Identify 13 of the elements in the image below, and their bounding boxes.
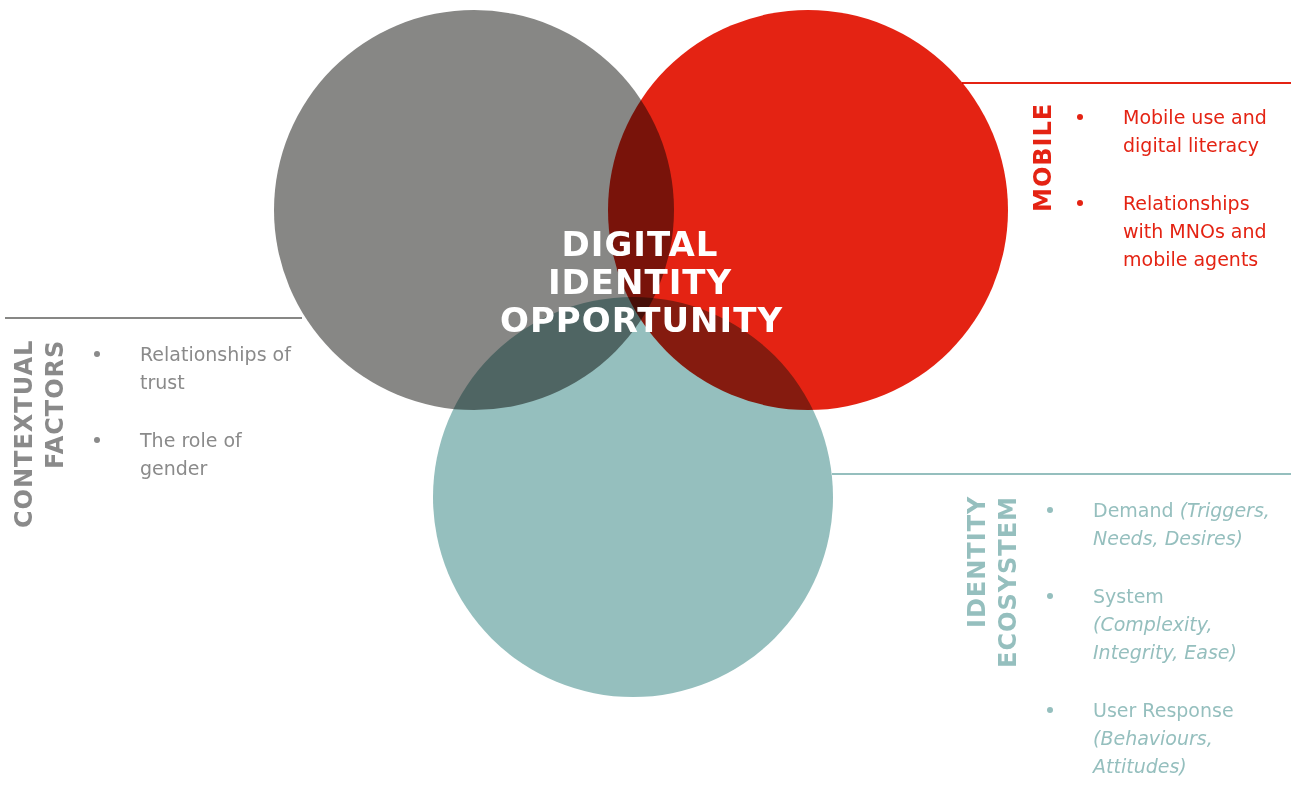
section-heading: CONTEXTUAL FACTORS: [9, 340, 70, 531]
leader-line: [961, 82, 1291, 84]
bullet-item: System (Complexity, Integrity, Ease): [1093, 584, 1238, 665]
bullet-item: Mobile use and digital literacy: [1123, 105, 1268, 158]
bullet-item: Demand (Triggers, Needs, Desires): [1093, 498, 1271, 551]
leader-line: [4, 317, 303, 319]
section-heading: IDENTITY ECOSYSTEM: [962, 496, 1023, 670]
bullet-item: Relationships with MNOs and mobile agents: [1123, 191, 1268, 272]
bullet-item: User Response (Behaviours, Attitudes): [1093, 698, 1235, 779]
section-heading: MOBILE: [1028, 103, 1058, 215]
bullet-item: The role of gender: [140, 428, 243, 481]
bullet-item: Relationships of trust: [140, 342, 293, 395]
leader-line: [831, 473, 1291, 475]
